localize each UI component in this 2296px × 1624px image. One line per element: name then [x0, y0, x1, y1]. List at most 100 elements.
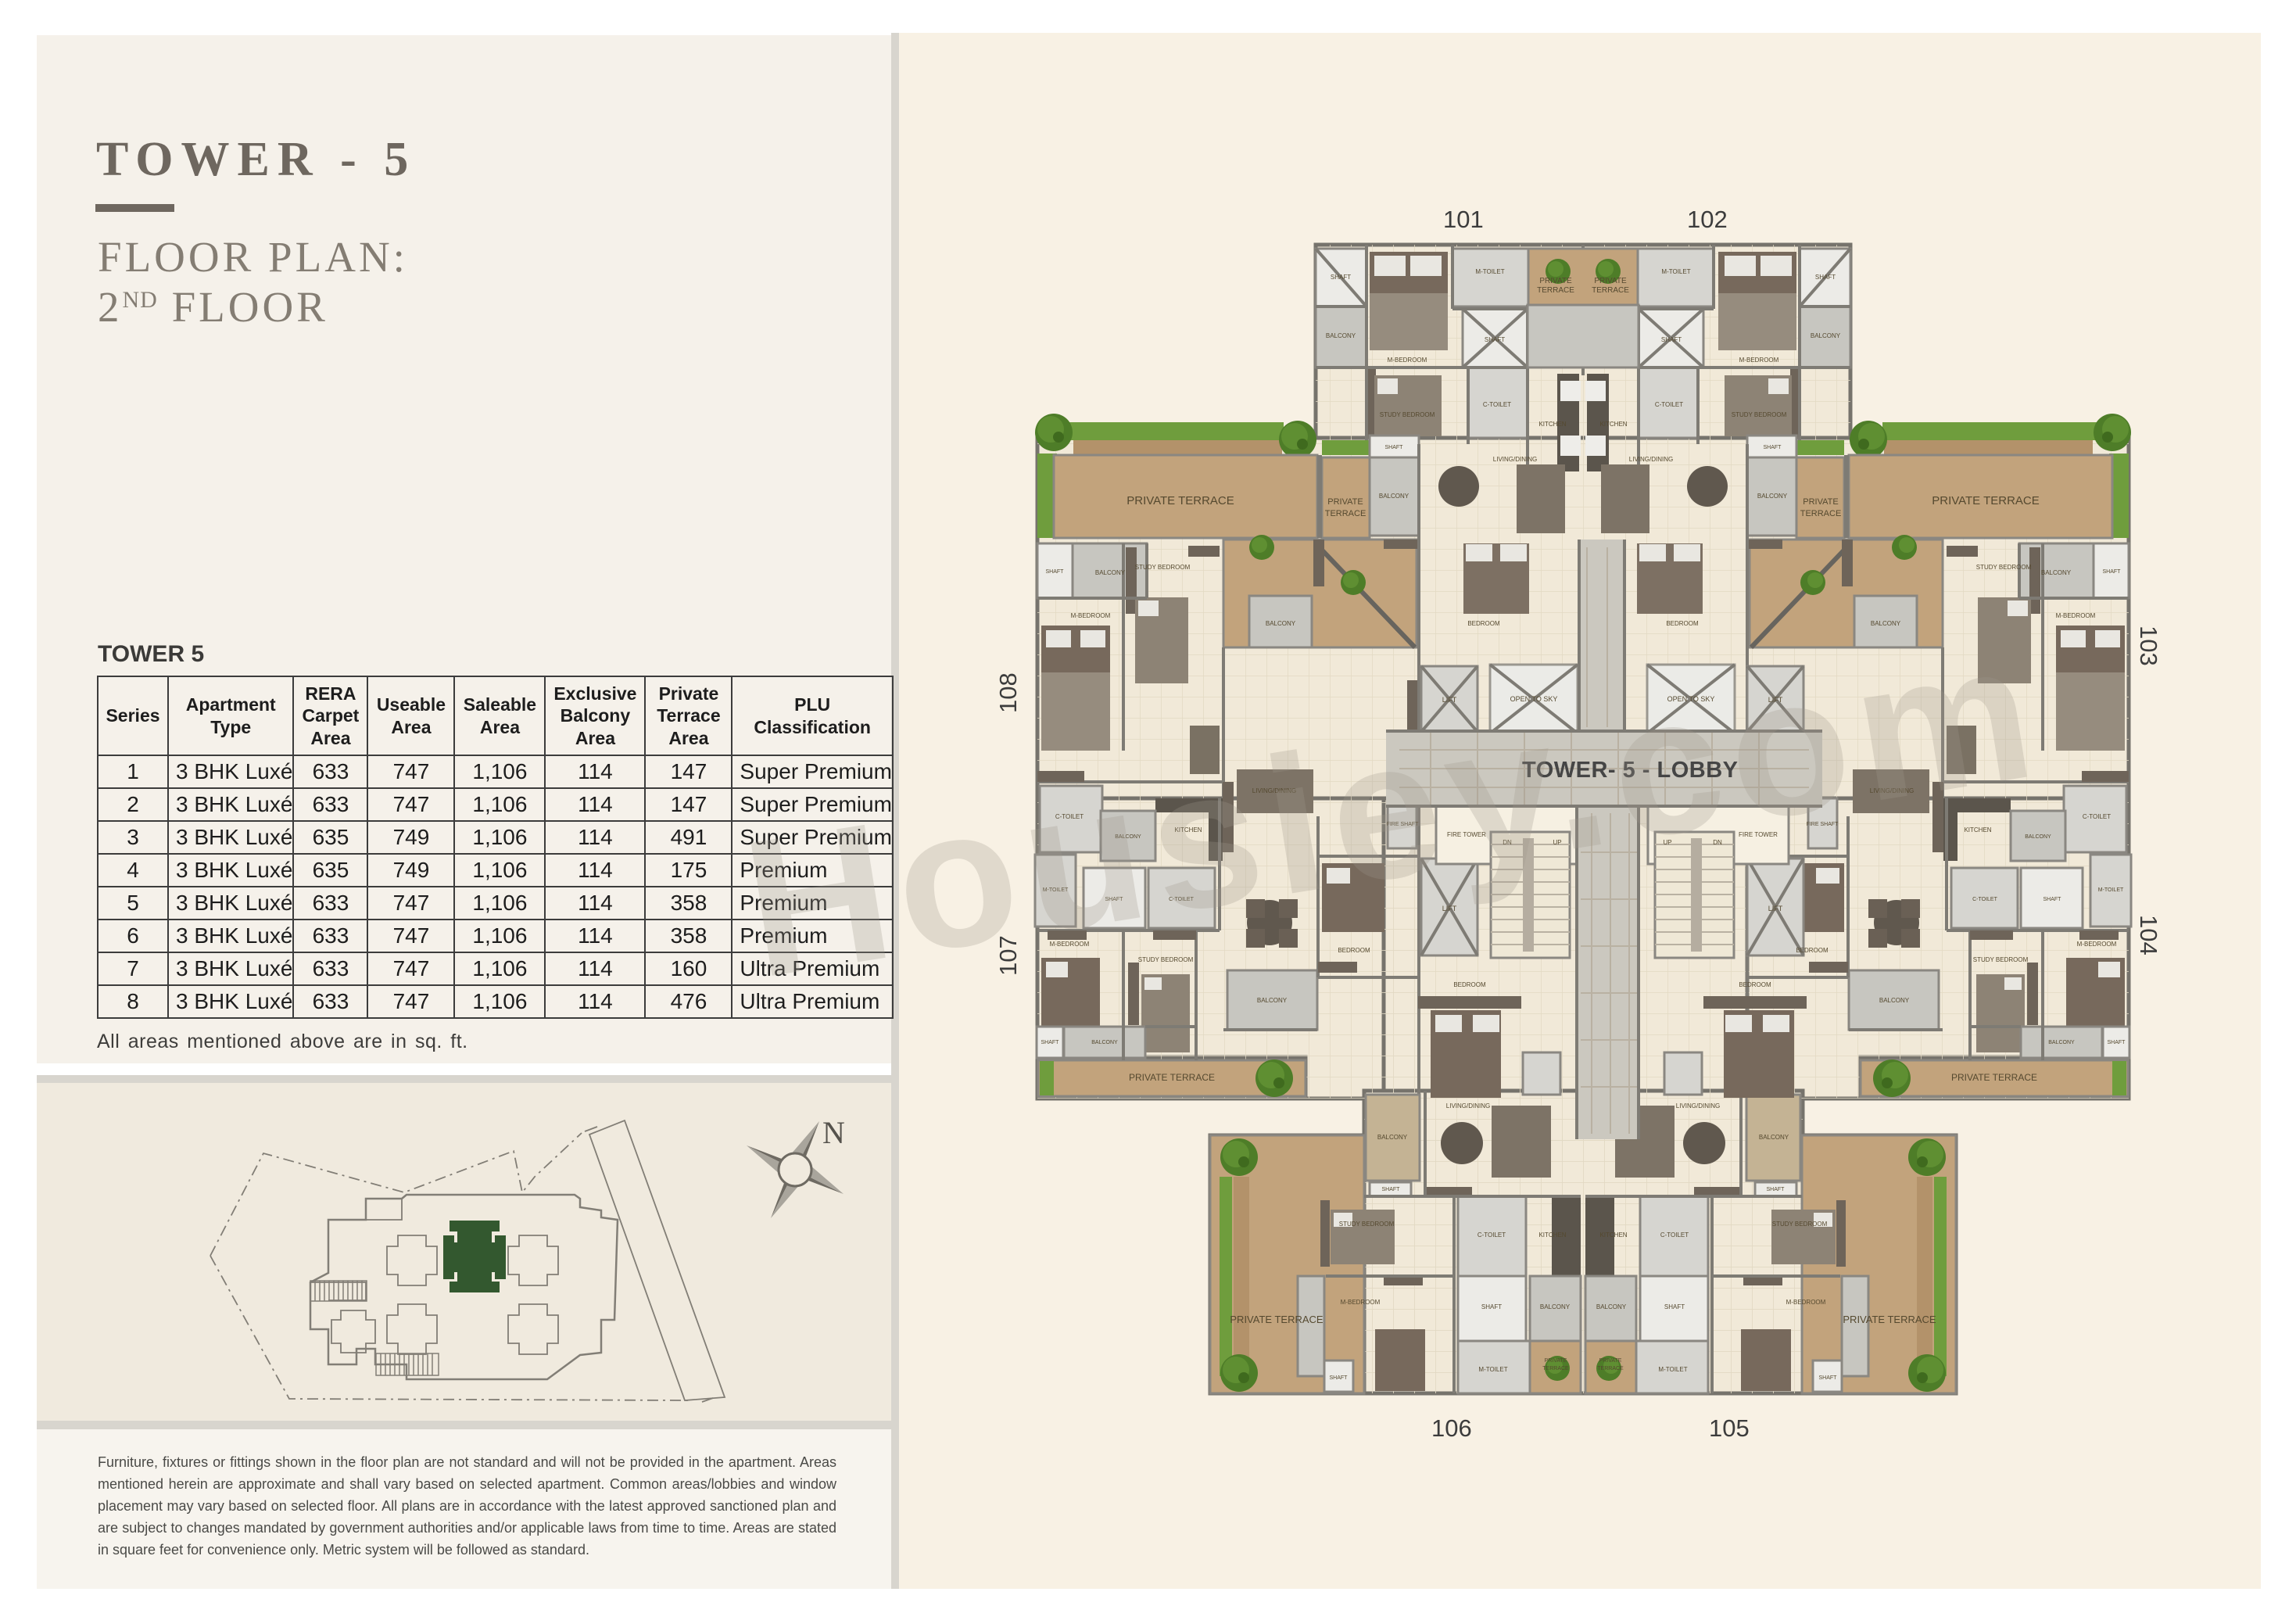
svg-text:STUDY BEDROOM: STUDY BEDROOM: [1973, 956, 2029, 963]
svg-text:SHAFT: SHAFT: [1331, 274, 1351, 281]
svg-text:LIVING/DINING: LIVING/DINING: [1252, 787, 1296, 794]
svg-text:SHAFT: SHAFT: [1767, 1187, 1786, 1192]
svg-text:PRIVATE: PRIVATE: [1545, 1358, 1567, 1364]
svg-text:LIFT: LIFT: [1768, 696, 1783, 704]
svg-text:KITCHEN: KITCHEN: [1599, 1231, 1627, 1239]
svg-text:M-TOILET: M-TOILET: [1043, 887, 1069, 893]
svg-text:PRIVATE: PRIVATE: [1803, 497, 1838, 507]
svg-text:BEDROOM: BEDROOM: [1467, 620, 1500, 627]
svg-text:102: 102: [1687, 206, 1728, 233]
svg-text:TERRACE: TERRACE: [1800, 509, 1842, 518]
svg-text:STUDY BEDROOM: STUDY BEDROOM: [1732, 411, 1787, 418]
svg-text:PRIVATE: PRIVATE: [1327, 497, 1363, 507]
svg-text:M-TOILET: M-TOILET: [1661, 268, 1690, 275]
svg-text:KITCHEN: KITCHEN: [1538, 1231, 1566, 1239]
svg-text:PRIVATE TERRACE: PRIVATE TERRACE: [1127, 494, 1234, 507]
svg-text:SHAFT: SHAFT: [1664, 1303, 1685, 1310]
svg-text:DN: DN: [1713, 839, 1722, 846]
svg-text:BALCONY: BALCONY: [1596, 1303, 1627, 1310]
svg-text:FIRE TOWER: FIRE TOWER: [1447, 831, 1486, 838]
svg-text:KITCHEN: KITCHEN: [1538, 421, 1566, 428]
svg-text:M-TOILET: M-TOILET: [2098, 887, 2124, 893]
svg-text:N: N: [822, 1115, 845, 1150]
svg-text:M-BEDROOM: M-BEDROOM: [1739, 357, 1779, 364]
svg-text:BEDROOM: BEDROOM: [1796, 947, 1829, 954]
svg-text:M-BEDROOM: M-BEDROOM: [2077, 941, 2117, 948]
svg-text:PRIVATE TERRACE: PRIVATE TERRACE: [1951, 1072, 2037, 1083]
svg-text:104: 104: [2135, 915, 2162, 955]
svg-text:SHAFT: SHAFT: [1819, 1375, 1838, 1381]
svg-text:C-TOILET: C-TOILET: [1055, 813, 1084, 820]
svg-text:LIVING/DINING: LIVING/DINING: [1446, 1102, 1490, 1110]
svg-text:M-BEDROOM: M-BEDROOM: [1050, 941, 1090, 948]
svg-text:TOWER- 5 - LOBBY: TOWER- 5 - LOBBY: [1522, 758, 1739, 783]
svg-text:C-TOILET: C-TOILET: [1478, 1231, 1506, 1239]
svg-text:KITCHEN: KITCHEN: [1964, 826, 1991, 834]
svg-text:LIFT: LIFT: [1768, 905, 1783, 912]
svg-text:PRIVATE TERRACE: PRIVATE TERRACE: [1843, 1314, 1936, 1325]
svg-text:BALCONY: BALCONY: [1540, 1303, 1571, 1310]
svg-text:M-TOILET: M-TOILET: [1475, 268, 1504, 275]
svg-text:PRIVATE: PRIVATE: [1539, 277, 1572, 285]
svg-text:BALCONY: BALCONY: [1757, 493, 1788, 500]
svg-text:SHAFT: SHAFT: [1382, 1187, 1401, 1192]
svg-text:BALCONY: BALCONY: [2048, 1040, 2075, 1045]
svg-text:M-BEDROOM: M-BEDROOM: [2056, 612, 2096, 619]
svg-text:SHAFT: SHAFT: [1385, 445, 1404, 450]
svg-text:SHAFT: SHAFT: [2103, 569, 2122, 575]
svg-text:SHAFT: SHAFT: [2108, 1040, 2126, 1045]
svg-text:SHAFT: SHAFT: [1764, 445, 1782, 450]
svg-text:BALCONY: BALCONY: [1115, 834, 1141, 840]
svg-text:KITCHEN: KITCHEN: [1174, 826, 1202, 834]
svg-text:BALCONY: BALCONY: [1095, 569, 1126, 576]
svg-text:LIFT: LIFT: [1442, 905, 1457, 912]
svg-text:108: 108: [994, 672, 1022, 713]
svg-text:LIFT: LIFT: [1442, 696, 1457, 704]
svg-text:BEDROOM: BEDROOM: [1666, 620, 1699, 627]
svg-text:C-TOILET: C-TOILET: [1483, 401, 1511, 408]
svg-text:PRIVATE TERRACE: PRIVATE TERRACE: [1932, 494, 2040, 507]
svg-text:101: 101: [1443, 206, 1484, 233]
svg-text:OPEN TO SKY: OPEN TO SKY: [1510, 695, 1558, 703]
svg-text:BALCONY: BALCONY: [1257, 997, 1288, 1004]
svg-text:STUDY BEDROOM: STUDY BEDROOM: [1976, 564, 2032, 571]
svg-text:BEDROOM: BEDROOM: [1453, 981, 1486, 988]
svg-text:BALCONY: BALCONY: [1266, 620, 1296, 627]
svg-text:SHAFT: SHAFT: [2043, 897, 2062, 902]
svg-text:PRIVATE TERRACE: PRIVATE TERRACE: [1129, 1072, 1215, 1083]
svg-text:SHAFT: SHAFT: [1661, 336, 1682, 343]
svg-text:BALCONY: BALCONY: [2041, 569, 2072, 576]
svg-text:DN: DN: [1503, 839, 1512, 846]
svg-text:BALCONY: BALCONY: [1811, 332, 1841, 339]
svg-text:BALCONY: BALCONY: [1091, 1040, 1118, 1045]
svg-text:TERRACE: TERRACE: [1592, 286, 1629, 295]
svg-text:BALCONY: BALCONY: [1759, 1134, 1789, 1141]
svg-text:BALCONY: BALCONY: [1879, 997, 1910, 1004]
svg-text:FIRE SHAFT: FIRE SHAFT: [1807, 822, 1839, 827]
svg-text:UP: UP: [1553, 839, 1561, 846]
svg-text:BALCONY: BALCONY: [1871, 620, 1901, 627]
svg-text:LIVING/DINING: LIVING/DINING: [1629, 456, 1673, 463]
svg-text:STUDY BEDROOM: STUDY BEDROOM: [1339, 1221, 1395, 1228]
svg-text:M-BEDROOM: M-BEDROOM: [1071, 612, 1111, 619]
svg-text:C-TOILET: C-TOILET: [1655, 401, 1683, 408]
svg-text:UP: UP: [1663, 839, 1671, 846]
svg-text:STUDY BEDROOM: STUDY BEDROOM: [1772, 1221, 1828, 1228]
svg-text:LIVING/DINING: LIVING/DINING: [1493, 456, 1537, 463]
svg-text:107: 107: [994, 935, 1022, 976]
svg-text:STUDY BEDROOM: STUDY BEDROOM: [1135, 564, 1191, 571]
svg-text:SHAFT: SHAFT: [1041, 1040, 1060, 1045]
svg-text:BALCONY: BALCONY: [2025, 834, 2051, 840]
svg-text:BEDROOM: BEDROOM: [1338, 947, 1370, 954]
svg-text:BALCONY: BALCONY: [1377, 1134, 1408, 1141]
svg-text:FIRE TOWER: FIRE TOWER: [1739, 831, 1778, 838]
svg-text:PRIVATE: PRIVATE: [1594, 277, 1627, 285]
svg-text:BALCONY: BALCONY: [1379, 493, 1409, 500]
svg-text:SHAFT: SHAFT: [1105, 897, 1124, 902]
svg-text:SHAFT: SHAFT: [1815, 274, 1836, 281]
svg-text:C-TOILET: C-TOILET: [1660, 1231, 1689, 1239]
svg-text:M-BEDROOM: M-BEDROOM: [1786, 1299, 1826, 1306]
svg-text:LIVING/DINING: LIVING/DINING: [1676, 1102, 1720, 1110]
svg-text:103: 103: [2135, 626, 2162, 666]
svg-text:STUDY BEDROOM: STUDY BEDROOM: [1138, 956, 1194, 963]
